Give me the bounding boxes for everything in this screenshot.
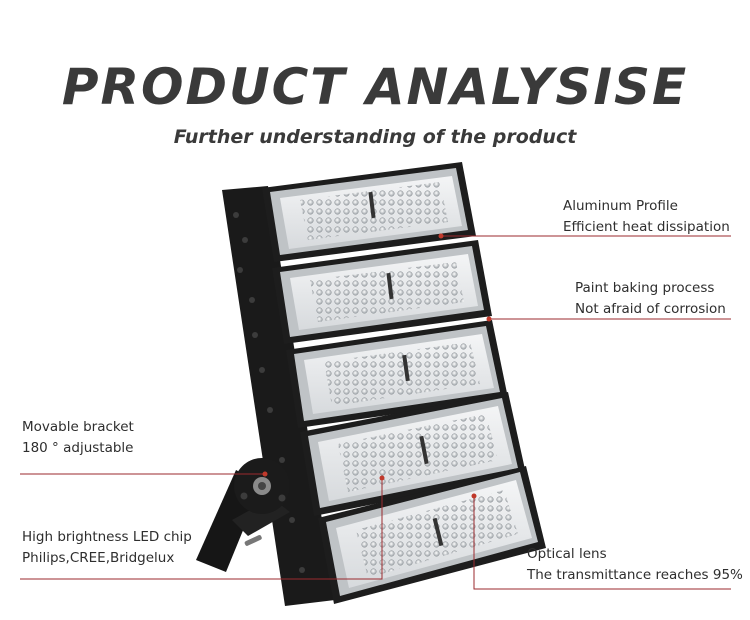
dot-paint	[486, 316, 492, 322]
annotation-paint-detail: Not afraid of corrosion	[575, 301, 726, 317]
annotation-lens: Optical lens The transmittance reaches 9…	[527, 544, 743, 586]
dot-chip	[379, 475, 385, 481]
movable-bracket	[196, 458, 290, 572]
annotation-paint-title: Paint baking process	[575, 280, 715, 296]
annotation-lens-detail: The transmittance reaches 95%	[527, 567, 743, 583]
dot-aluminum	[438, 233, 444, 239]
annotation-aluminum: Aluminum Profile Efficient heat dissipat…	[563, 196, 730, 238]
annotation-aluminum-detail: Efficient heat dissipation	[563, 219, 730, 235]
annotation-bracket-title: Movable bracket	[22, 419, 134, 435]
led-module-3	[286, 320, 508, 428]
annotation-chip-title: High brightness LED chip	[22, 529, 192, 545]
annotation-chip-detail: Philips,CREE,Bridgelux	[22, 550, 175, 566]
dot-bracket	[262, 471, 268, 477]
page-subtitle: Further understanding of the product	[173, 126, 577, 148]
housing-back-plate	[222, 186, 335, 606]
page-title: PRODUCT ANALYSISE	[61, 58, 689, 116]
led-module-2	[272, 240, 492, 344]
led-module-5	[318, 466, 546, 604]
leader-line-chip	[20, 478, 383, 580]
leader-dots	[262, 233, 492, 499]
annotation-lens-title: Optical lens	[527, 546, 607, 562]
annotation-chip: High brightness LED chip Philips,CREE,Br…	[22, 527, 192, 569]
dot-lens	[471, 493, 477, 499]
annotation-bracket-detail: 180 ° adjustable	[22, 440, 134, 456]
annotation-aluminum-title: Aluminum Profile	[563, 198, 678, 214]
leader-line-lens	[473, 496, 731, 590]
leader-lines	[20, 235, 731, 590]
annotation-bracket: Movable bracket 180 ° adjustable	[22, 417, 134, 459]
annotation-paint: Paint baking process Not afraid of corro…	[575, 278, 726, 320]
led-module-1	[262, 162, 476, 262]
